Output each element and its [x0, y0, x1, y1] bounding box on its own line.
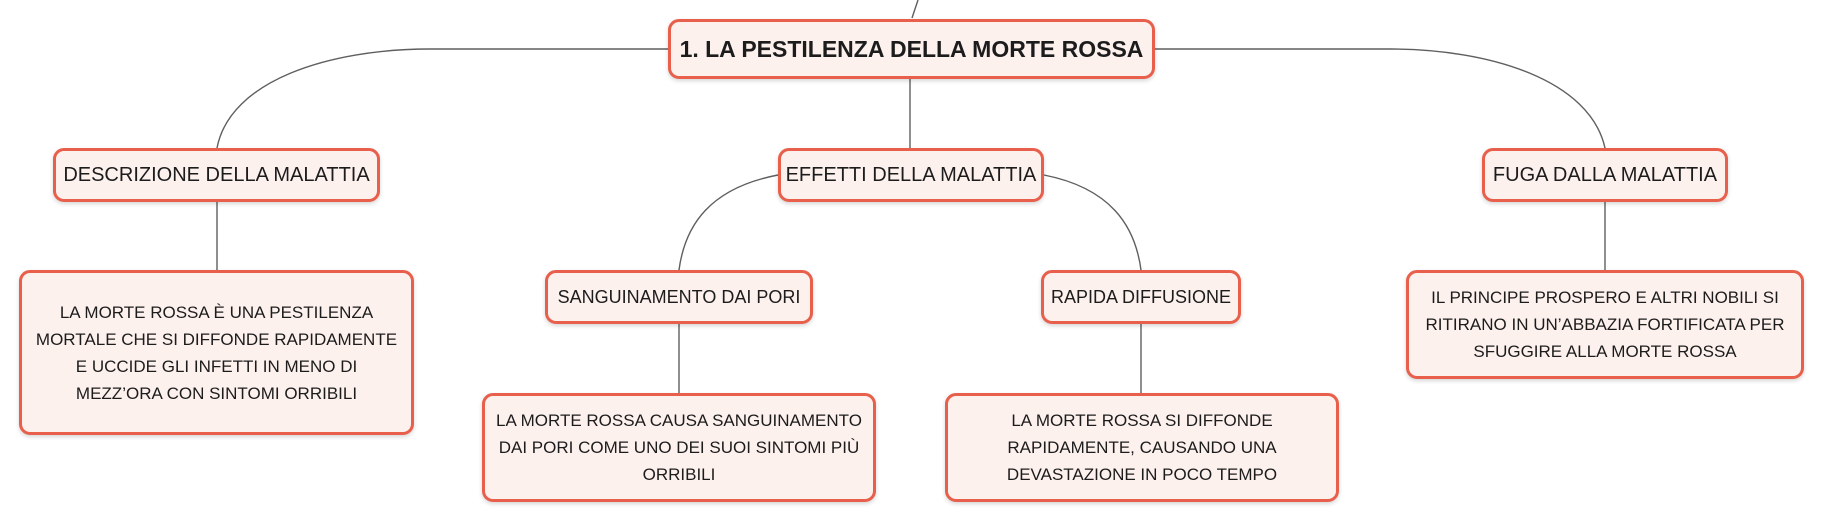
node-diffusione-label: RAPIDA DIFFUSIONE [1050, 286, 1232, 307]
node-diffusione-detail-text: LA MORTE ROSSA SI DIFFONDE RAPIDAMENTE, … [1006, 411, 1278, 484]
node-sanguinamento-detail[interactable]: LA MORTE ROSSA CAUSA SANGUINAMENTO DAI P… [482, 393, 876, 502]
node-descrizione-detail-text: LA MORTE ROSSA È UNA PESTILENZA MORTALE … [35, 302, 398, 403]
node-sanguinamento-detail-text: LA MORTE ROSSA CAUSA SANGUINAMENTO DAI P… [496, 411, 862, 484]
node-fuga-label: FUGA DALLA MALATTIA [1492, 163, 1718, 186]
connector-root-to-fuga [1155, 48, 1606, 149]
node-descrizione-label: DESCRIZIONE DELLA MALATTIA [63, 163, 370, 186]
node-descrizione-detail[interactable]: LA MORTE ROSSA È UNA PESTILENZA MORTALE … [19, 270, 414, 435]
node-sanguinamento-label: SANGUINAMENTO DAI PORI [557, 286, 801, 307]
connector-effetti-to-sanguinamento [678, 174, 779, 271]
root-node[interactable]: 1. LA PESTILENZA DELLA MORTE ROSSA [668, 19, 1155, 79]
node-descrizione[interactable]: DESCRIZIONE DELLA MALATTIA [53, 148, 380, 202]
connector-effetti-to-diffusione [1043, 174, 1142, 271]
node-effetti[interactable]: EFFETTI DELLA MALATTIA [778, 148, 1044, 202]
node-diffusione-detail[interactable]: LA MORTE ROSSA SI DIFFONDE RAPIDAMENTE, … [945, 393, 1339, 502]
node-fuga-detail-text: IL PRINCIPE PROSPERO E ALTRI NOBILI SI R… [1425, 288, 1785, 361]
node-diffusione[interactable]: RAPIDA DIFFUSIONE [1041, 270, 1241, 324]
node-sanguinamento[interactable]: SANGUINAMENTO DAI PORI [545, 270, 813, 324]
node-fuga[interactable]: FUGA DALLA MALATTIA [1482, 148, 1728, 202]
node-effetti-label: EFFETTI DELLA MALATTIA [785, 163, 1037, 186]
root-node-label: 1. LA PESTILENZA DELLA MORTE ROSSA [679, 35, 1144, 62]
connector-root-to-descrizione [216, 48, 668, 149]
connector-parent-to-root [911, 0, 919, 19]
node-fuga-detail[interactable]: IL PRINCIPE PROSPERO E ALTRI NOBILI SI R… [1406, 270, 1804, 379]
